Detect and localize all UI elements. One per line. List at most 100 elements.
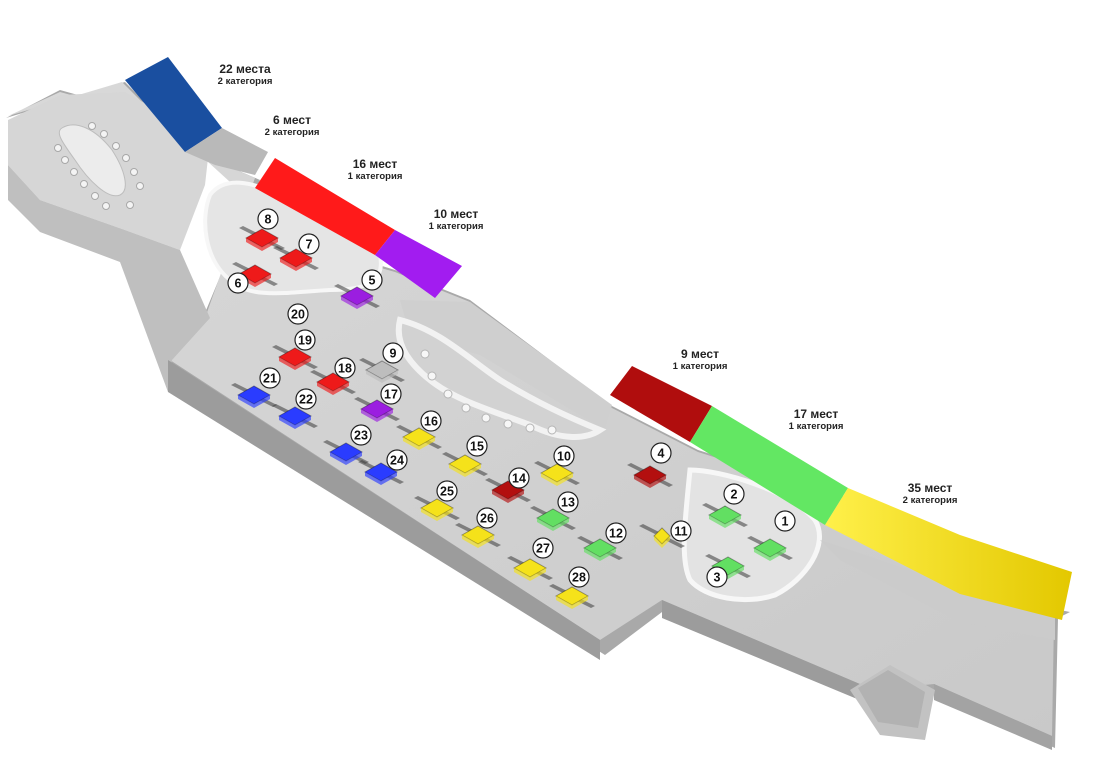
table-4[interactable]: 4 [627,442,673,488]
table-12[interactable]: 12 [577,522,627,561]
table-3[interactable]: 3 [705,554,751,588]
table-number: 5 [369,274,376,288]
zone-16-seats[interactable] [255,158,395,255]
zone-seats: 35 мест [907,481,953,495]
zone-35-seats[interactable] [825,488,1072,620]
table-7[interactable]: 7 [273,233,320,271]
table-number-badge [568,566,590,588]
zone-17-seats[interactable] [690,406,848,525]
table-number-badge [723,483,745,505]
pillar [503,419,513,429]
table-number: 10 [557,450,571,464]
table-number: 27 [536,542,550,556]
chair [136,182,144,190]
zone-22-seats[interactable] [125,57,222,152]
table-19[interactable]: 19 [272,329,318,370]
chair [130,168,138,176]
table-21[interactable]: 21 [231,367,281,408]
zone-seats: 16 мест [352,157,398,171]
table-side [361,409,393,422]
table-side [492,490,524,503]
table-number-badge [295,388,317,410]
table-number-badge [420,410,442,432]
table-number: 6 [235,277,242,291]
table-number: 18 [338,362,352,376]
pillar [427,371,437,381]
table-number: 3 [714,571,721,585]
table-number-badge [670,520,692,542]
table-8[interactable]: 8 [239,208,285,251]
table-number-badge [650,442,672,464]
table-number: 2 [731,488,738,502]
bottom-right-room-inner [858,670,925,728]
zone-category: 1 категория [347,170,403,182]
zone-category: 1 категория [672,360,728,372]
table-side [709,515,741,528]
table-number: 8 [265,213,272,227]
table-number-badge [294,329,316,351]
pillars [420,349,557,435]
table-22[interactable]: 22 [272,388,318,429]
table-15[interactable]: 15 [442,435,488,477]
table-number: 1 [782,515,789,529]
zone-label-6: 6 мест 2 категория [252,113,332,139]
table-28[interactable]: 28 [549,566,595,609]
table-number: 19 [298,334,312,348]
table-side [449,464,481,477]
table-25[interactable]: 25 [414,480,460,521]
zone-label-9: 9 мест 1 категория [660,347,740,373]
table-20[interactable]: 20 [287,303,309,325]
table-11[interactable]: 11 [639,520,692,548]
table-side [754,548,786,561]
chair [88,122,96,130]
table-side [317,382,349,395]
pillar [481,413,491,423]
table-2[interactable]: 2 [702,483,748,528]
table-5[interactable]: 5 [334,269,383,309]
table-24[interactable]: 24 [358,449,408,485]
table-side [279,357,311,370]
table-number: 26 [480,512,494,526]
table-number: 4 [658,447,665,461]
table-number-badge [532,537,554,559]
pillar [420,349,430,359]
table-number: 12 [609,527,623,541]
zone-6-seats[interactable] [185,128,268,175]
table-26[interactable]: 26 [455,507,501,548]
left-wall [8,120,210,392]
chair [80,180,88,188]
table-side [541,473,573,486]
table-side [462,535,494,548]
zone-9-seats[interactable] [610,366,712,442]
table-10[interactable]: 10 [534,445,580,486]
bottom-wall-face [168,360,600,660]
table-23[interactable]: 23 [323,424,372,465]
chair-row [639,524,659,534]
bottom-wall-face-3 [934,684,1052,750]
chair [122,154,130,162]
pillar [525,423,535,433]
table-27[interactable]: 27 [507,537,554,581]
bottom-wall-face-2 [662,600,874,706]
table-18[interactable]: 18 [310,357,356,395]
table-number-badge [476,507,498,529]
table-13[interactable]: 13 [530,491,579,531]
table-17[interactable]: 17 [354,383,402,422]
zone-label-10: 10 мест 1 категория [416,207,496,233]
table-6[interactable]: 6 [227,262,278,294]
table-number-badge [553,445,575,467]
table-number: 13 [561,496,575,510]
chair [70,168,78,176]
table-9[interactable]: 9 [359,342,405,383]
zone-seats: 22 места [219,62,271,76]
table-side [365,472,397,485]
zone-10-seats[interactable] [375,230,462,298]
table-16[interactable]: 16 [396,410,442,450]
conference-table [58,124,126,197]
zone-category: 1 категория [788,420,844,432]
table-side [556,596,588,609]
table-14[interactable]: 14 [485,467,531,503]
table-side [279,416,311,429]
table-1[interactable]: 1 [747,510,796,561]
zone-seats: 17 мест [793,407,839,421]
